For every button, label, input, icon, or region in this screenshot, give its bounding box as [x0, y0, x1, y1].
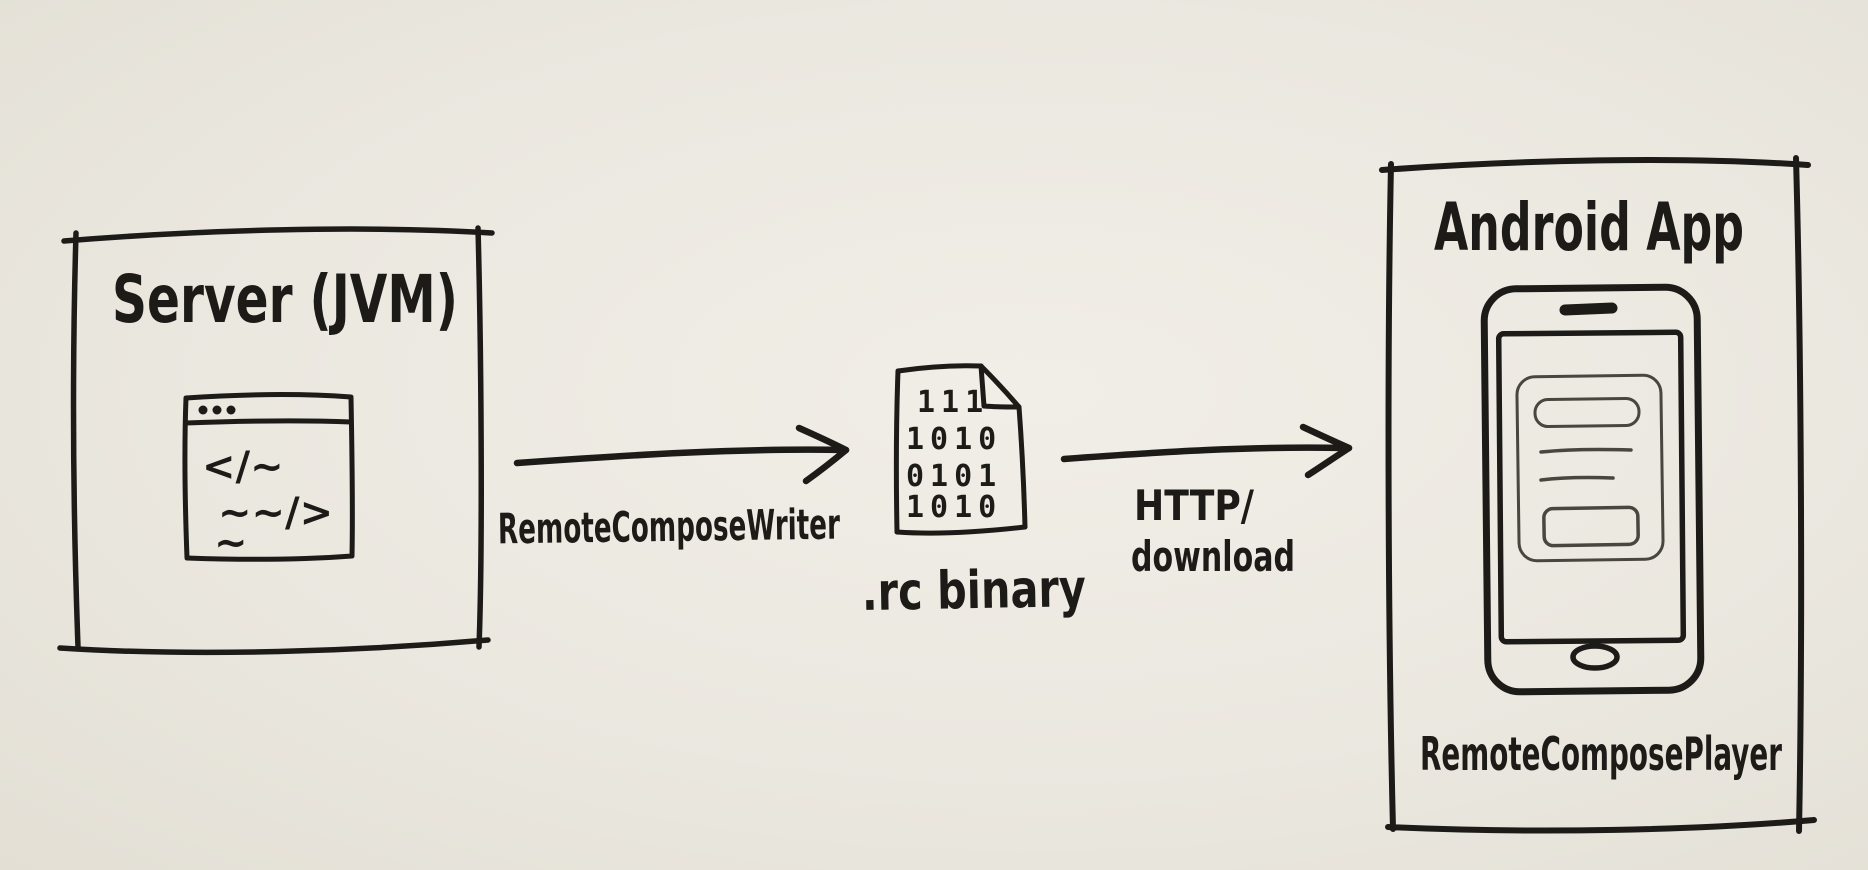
binary-row: 1010 [906, 490, 1002, 525]
http-arrow-label-line2: download [1131, 532, 1295, 581]
window-dot-icon [198, 405, 208, 415]
android-box-top-edge [1379, 156, 1811, 173]
code-window-outline [182, 391, 355, 562]
screen-content-sketch [1515, 373, 1665, 563]
panel-button [1542, 505, 1640, 548]
binary-row: 0101 [906, 459, 1002, 494]
player-caption: RemoteComposePlayer [1420, 727, 1782, 781]
binary-row: 1010 [906, 422, 1002, 457]
code-squiggle-line-2: ~~/> [218, 490, 333, 536]
arrow-head-upper [1299, 423, 1353, 452]
screen-panel [1515, 373, 1665, 563]
http-arrow: HTTP/ download [1060, 423, 1353, 581]
code-squiggle-line-1: </~ [202, 444, 284, 490]
server-box-right-edge [475, 225, 484, 650]
code-window-icon: </~ ~~/> ~ [182, 391, 355, 566]
phone-body [1480, 283, 1705, 696]
file-top-edge [895, 363, 984, 374]
server-box: Server (JVM) </~ ~~/> ~ [57, 225, 495, 656]
arrow-right-icon [1060, 444, 1349, 463]
code-window-titlebar [183, 418, 354, 426]
panel-text-line-2 [1539, 475, 1615, 482]
phone-speaker [1559, 302, 1618, 316]
file-right-edge [1016, 404, 1028, 530]
phone-home-button [1570, 643, 1620, 671]
android-box-right-edge [1793, 155, 1805, 834]
arrow-right-icon [513, 446, 849, 467]
android-app-box: Android App RemoteComposePlayer [1379, 155, 1817, 834]
window-dot-icon [226, 405, 236, 415]
android-app-title: Android App [1434, 189, 1744, 266]
android-box-bottom-edge [1385, 817, 1817, 834]
file-fold-horizontal [981, 403, 1021, 410]
binary-file-icon: 111 1010 0101 1010 .rc binary [861, 363, 1086, 623]
panel-search-pill [1533, 396, 1641, 429]
server-box-top-edge [61, 226, 495, 244]
arrow-head-upper [795, 424, 850, 454]
android-box-left-edge [1385, 161, 1396, 832]
arrow-head-lower [802, 446, 850, 485]
smartphone-icon [1480, 283, 1705, 696]
server-box-left-edge [70, 230, 81, 650]
http-arrow-label-line1: HTTP/ [1134, 481, 1255, 530]
file-fold-vertical [978, 363, 987, 409]
binary-row: 111 [917, 385, 989, 420]
panel-text-line-1 [1539, 447, 1633, 454]
phone-screen [1495, 329, 1687, 645]
file-fold-diagonal [978, 363, 1022, 410]
file-bottom-edge [894, 524, 1028, 536]
arrow-head-lower [1304, 444, 1353, 479]
rc-binary-label: .rc binary [861, 559, 1086, 623]
server-box-bottom-edge [57, 637, 491, 656]
code-squiggle-line-3: ~ [214, 520, 248, 566]
window-dot-icon [212, 405, 222, 415]
writer-arrow-label: RemoteComposeWriter [498, 500, 841, 554]
server-title: Server (JVM) [112, 261, 458, 338]
writer-arrow: RemoteComposeWriter [498, 424, 850, 554]
file-left-edge [893, 368, 901, 535]
